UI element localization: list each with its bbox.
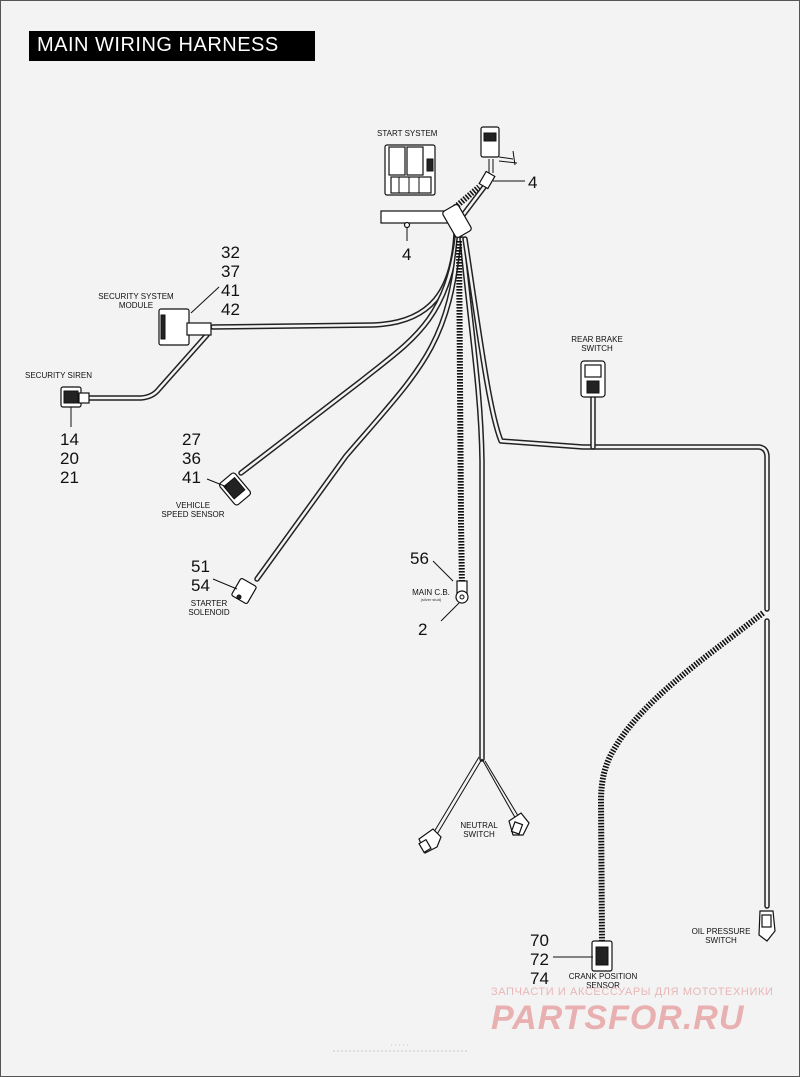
page-title: MAIN WIRING HARNESS xyxy=(37,34,279,56)
crank-position-sensor-connector xyxy=(591,940,613,972)
callout-main-cb-bottom: 2 xyxy=(418,620,427,639)
callout-security-siren-1: 14 xyxy=(60,430,79,449)
callout-speed-sensor-2: 36 xyxy=(182,449,201,468)
watermark-line1: ЗАПЧАСТИ И АКСЕССУАРЫ ДЛЯ МОТОТЕХНИКИ xyxy=(491,986,773,998)
label-neutral-switch-1: NEUTRAL xyxy=(460,821,498,830)
label-speed-sensor-1: VEHICLE xyxy=(176,501,210,510)
callout-security-siren-2: 20 xyxy=(60,449,79,468)
label-speed-sensor-2: SPEED SENSOR xyxy=(161,510,224,519)
callout-start-bracket: 4 xyxy=(402,245,411,264)
label-main-cb-note: (silver stud) xyxy=(421,597,442,602)
callout-crank-sensor-1: 70 xyxy=(530,931,549,950)
label-crank-sensor-2: SENSOR xyxy=(586,981,620,990)
rear-brake-switch xyxy=(580,360,606,398)
label-starter-solenoid-2: SOLENOID xyxy=(188,608,230,617)
callout-numbers: 4 4 32 37 41 42 14 20 21 27 36 41 51 54 … xyxy=(60,173,549,988)
label-neutral-switch-2: SWITCH xyxy=(463,830,495,839)
callout-crank-sensor-3: 74 xyxy=(530,969,549,988)
component-labels: START SYSTEM SECURITY SYSTEM MODULE SECU… xyxy=(25,129,750,990)
vehicle-speed-sensor-connector xyxy=(218,472,252,506)
watermark-logo: PARTSFOR.RU xyxy=(491,999,745,1037)
start-system-connector xyxy=(478,126,518,190)
callout-security-module-3: 41 xyxy=(221,281,240,300)
title-bar: MAIN WIRING HARNESS xyxy=(29,31,315,61)
label-main-cb: MAIN C.B. xyxy=(412,588,450,597)
label-oil-pressure-2: SWITCH xyxy=(705,936,737,945)
callout-security-module-1: 32 xyxy=(221,243,240,262)
leader-lines xyxy=(70,180,593,958)
callout-crank-sensor-2: 72 xyxy=(530,950,549,969)
neutral-switch-terminals xyxy=(418,812,530,854)
start-system-relay xyxy=(380,144,472,238)
starter-solenoid-connector xyxy=(231,577,257,605)
label-security-siren: SECURITY SIREN xyxy=(25,371,92,380)
label-rear-brake-1: REAR BRAKE xyxy=(571,335,623,344)
callout-speed-sensor-3: 41 xyxy=(182,468,201,487)
label-start-system: START SYSTEM xyxy=(377,129,438,138)
label-crank-sensor-1: CRANK POSITION xyxy=(569,972,638,981)
callout-security-module-4: 42 xyxy=(221,300,240,319)
callout-security-siren-3: 21 xyxy=(60,468,79,487)
label-security-module-2: MODULE xyxy=(119,301,153,310)
label-rear-brake-2: SWITCH xyxy=(581,344,613,353)
callout-speed-sensor-1: 27 xyxy=(182,430,201,449)
main-cb-terminal xyxy=(455,580,469,604)
callout-security-module-2: 37 xyxy=(221,262,240,281)
label-security-module-1: SECURITY SYSTEM xyxy=(98,292,174,301)
callout-start-connector: 4 xyxy=(528,173,537,192)
label-starter-solenoid-1: STARTER xyxy=(191,599,228,608)
security-system-module xyxy=(158,308,212,346)
watermark: ЗАПЧАСТИ И АКСЕССУАРЫ ДЛЯ МОТОТЕХНИКИ PA… xyxy=(333,986,773,1052)
oil-pressure-switch-terminal xyxy=(758,910,776,942)
callout-starter-solenoid-1: 51 xyxy=(191,557,210,576)
harness-wires xyxy=(86,159,770,909)
callout-main-cb-top: 56 xyxy=(410,549,429,568)
label-oil-pressure-1: OIL PRESSURE xyxy=(692,927,751,936)
callout-starter-solenoid-2: 54 xyxy=(191,576,210,595)
security-siren-connector xyxy=(60,386,90,408)
